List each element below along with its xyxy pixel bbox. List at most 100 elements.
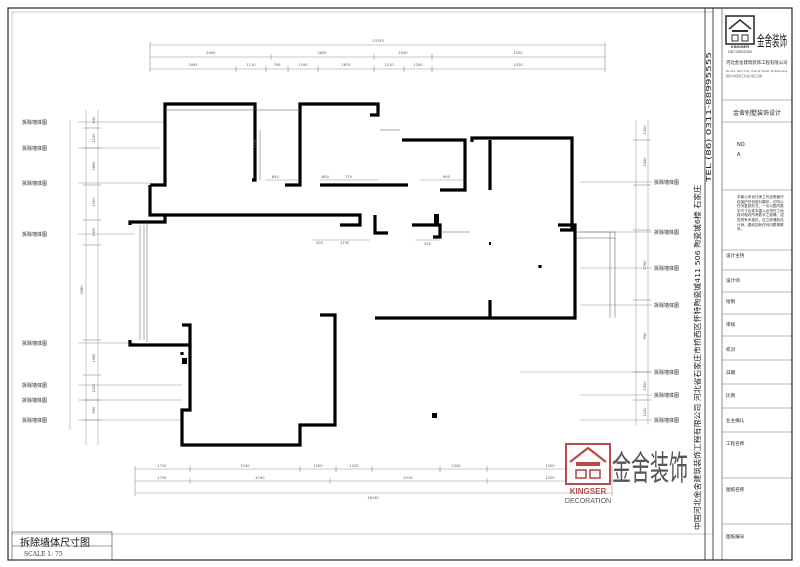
dim-top-r2: 2870	[341, 63, 351, 67]
dim-top-r2: 1110	[246, 63, 256, 67]
tb-fine-2: 国家室内装饰工程设计施工资质	[726, 74, 763, 78]
dim-left: 1130	[92, 133, 96, 143]
sheet-border	[7, 7, 793, 561]
wall-lower-left-side	[180, 313, 337, 447]
tb-field: 绘制	[726, 298, 736, 305]
dim-left: 3860	[92, 161, 96, 171]
dim-right: 1500	[643, 381, 647, 391]
dim-right: 650	[643, 332, 647, 340]
tb-mark-a: A	[737, 152, 741, 158]
dim-left: 1560	[92, 353, 96, 363]
watermark-logo: KINGSER DECORATION 金舍装饰	[565, 443, 688, 505]
wall-note: 拆除墙体图	[22, 417, 47, 424]
dim-top-r2: 1190	[298, 63, 308, 67]
tb-field: 图纸名称	[726, 486, 745, 493]
dim-top-r2: 1520	[513, 63, 523, 67]
left-dimension-labels: 830 1130 3860 1000 1320 3960 1560 1020 9…	[80, 116, 96, 414]
wall-note: 拆除墙体图	[22, 340, 47, 347]
watermark-cn: 金舍装饰	[612, 449, 688, 489]
tb-field: 工程名称	[726, 440, 745, 447]
dim-top-r2: 1200	[413, 63, 423, 67]
wall-note: 拆除墙体图	[22, 145, 47, 152]
wall-note: 拆除墙体图	[654, 392, 679, 399]
dim-right: 2760	[643, 260, 647, 270]
wall-posts	[182, 214, 491, 418]
wall-top-right	[402, 138, 467, 192]
dim-inner: 335	[424, 242, 431, 246]
dim-top-overall: 13753	[372, 39, 383, 43]
dim-bottom-r2: 4740	[255, 476, 265, 480]
tb-field: 设计主持	[726, 252, 745, 259]
drawing-scale: SCALE 1: 75	[24, 551, 63, 558]
wall-center-right	[412, 223, 442, 239]
tb-field: 图纸编号	[726, 533, 745, 540]
dim-bottom-r1: 1200	[313, 464, 323, 468]
dim-bottom-r1: 1520	[545, 464, 555, 468]
inner-dim-lines	[265, 179, 465, 241]
dim-inner: 1795	[340, 241, 349, 245]
wall-note: 拆除墙体图	[22, 180, 47, 187]
dim-top-r2: 1210	[384, 63, 394, 67]
tb-field: 日期	[726, 370, 736, 376]
dim-bottom-r2: 5210	[403, 476, 413, 480]
wall-note: 拆除墙体图	[654, 179, 679, 186]
tb-field: 审核	[726, 321, 736, 328]
watermark-en-1: KINGSER	[570, 487, 607, 496]
tb-field: 设计师	[726, 277, 740, 284]
wall-middle-center	[165, 213, 362, 227]
dim-right: 1300	[643, 125, 647, 135]
tb-company: 河北金舍建筑装饰工程有限公司	[726, 59, 787, 66]
dim-bottom-r2: 1520	[545, 476, 555, 480]
dim-top-r2: 790	[274, 63, 282, 67]
dim-inner: 840	[272, 175, 280, 179]
title-block: KINGSER DECORATION 金舍装饰 河北金舍建筑装饰工程有限公司 N…	[693, 8, 792, 560]
walls	[128, 102, 577, 447]
dim-bottom-r1: 1220	[349, 464, 359, 468]
tb-mark-no: NO.	[737, 142, 746, 148]
inner-dimensions: 2760 840 800 770 900 1795 335 505	[253, 138, 451, 246]
tb-field: 比例	[726, 392, 736, 399]
wall-note: 拆除墙体图	[654, 265, 679, 272]
tb-logo-cn: 金舍装饰	[757, 32, 787, 50]
tb-fields: 设计主持 设计师 绘制 审核 校对 日期 比例 业主确认 工程名称 图纸名称 图…	[726, 252, 745, 540]
dim-bottom-r1: 2340	[451, 464, 461, 468]
top-dimension-labels: 13753 5495 3630 2030 1520 3495 1110 790 …	[188, 39, 523, 67]
dim-bottom-r2: 1755	[157, 476, 166, 480]
dim-left: 960	[92, 406, 96, 414]
right-dimensions	[633, 120, 651, 425]
dim-inner: 2760	[253, 138, 257, 148]
bottom-dimension-labels: 1710 3740 1200 1220 2340 1520 1755 4740 …	[157, 464, 555, 500]
tb-field: 校对	[726, 346, 736, 353]
wall-note: 拆除墙体图	[654, 417, 679, 424]
dim-bottom-r1: 3740	[240, 464, 250, 468]
dim-right: 1100	[643, 407, 647, 417]
tb-field-lines	[722, 249, 792, 525]
wall-note: 拆除墙体图	[22, 397, 47, 404]
left-dimensions	[69, 110, 101, 445]
wall-top-center	[285, 102, 380, 187]
wall-note: 拆除墙体图	[22, 119, 47, 126]
watermark-en-2: DECORATION	[565, 498, 611, 505]
dim-left: 1000	[92, 197, 96, 207]
tb-en-2: DECORATION	[728, 50, 752, 54]
wall-note: 拆除墙体图	[22, 382, 47, 389]
tb-slogan: 金舍别墅装饰设计	[733, 109, 781, 117]
tb-en-1: KINGSER	[731, 44, 749, 49]
wall-note: 拆除墙体图	[654, 302, 679, 309]
drawing-title-box	[11, 531, 113, 561]
tb-fine: No.411, Taoci City, Huai Te Street, Shij…	[726, 69, 788, 73]
dim-left: 1020	[92, 383, 96, 393]
top-dimensions	[149, 42, 606, 72]
bottom-dimensions	[134, 466, 613, 496]
dim-inner: 770	[345, 175, 353, 179]
dim-inner: 505	[316, 241, 323, 245]
right-dimension-labels: 1300 1540 2760 650 1500 1100	[643, 125, 647, 417]
right-wall-notes: 拆除墙体图 拆除墙体图 拆除墙体图 拆除墙体图 拆除墙体图 拆除墙体图 拆除墙体…	[654, 179, 679, 424]
drawing-title: 拆除墙体尺寸图	[20, 538, 90, 549]
dim-top-r1: 5495	[206, 51, 215, 55]
dim-bottom-overall: 16190	[367, 496, 379, 500]
dim-top-r2: 3495	[188, 63, 197, 67]
dim-right: 1540	[643, 157, 647, 167]
wall-middle-left	[128, 185, 167, 225]
